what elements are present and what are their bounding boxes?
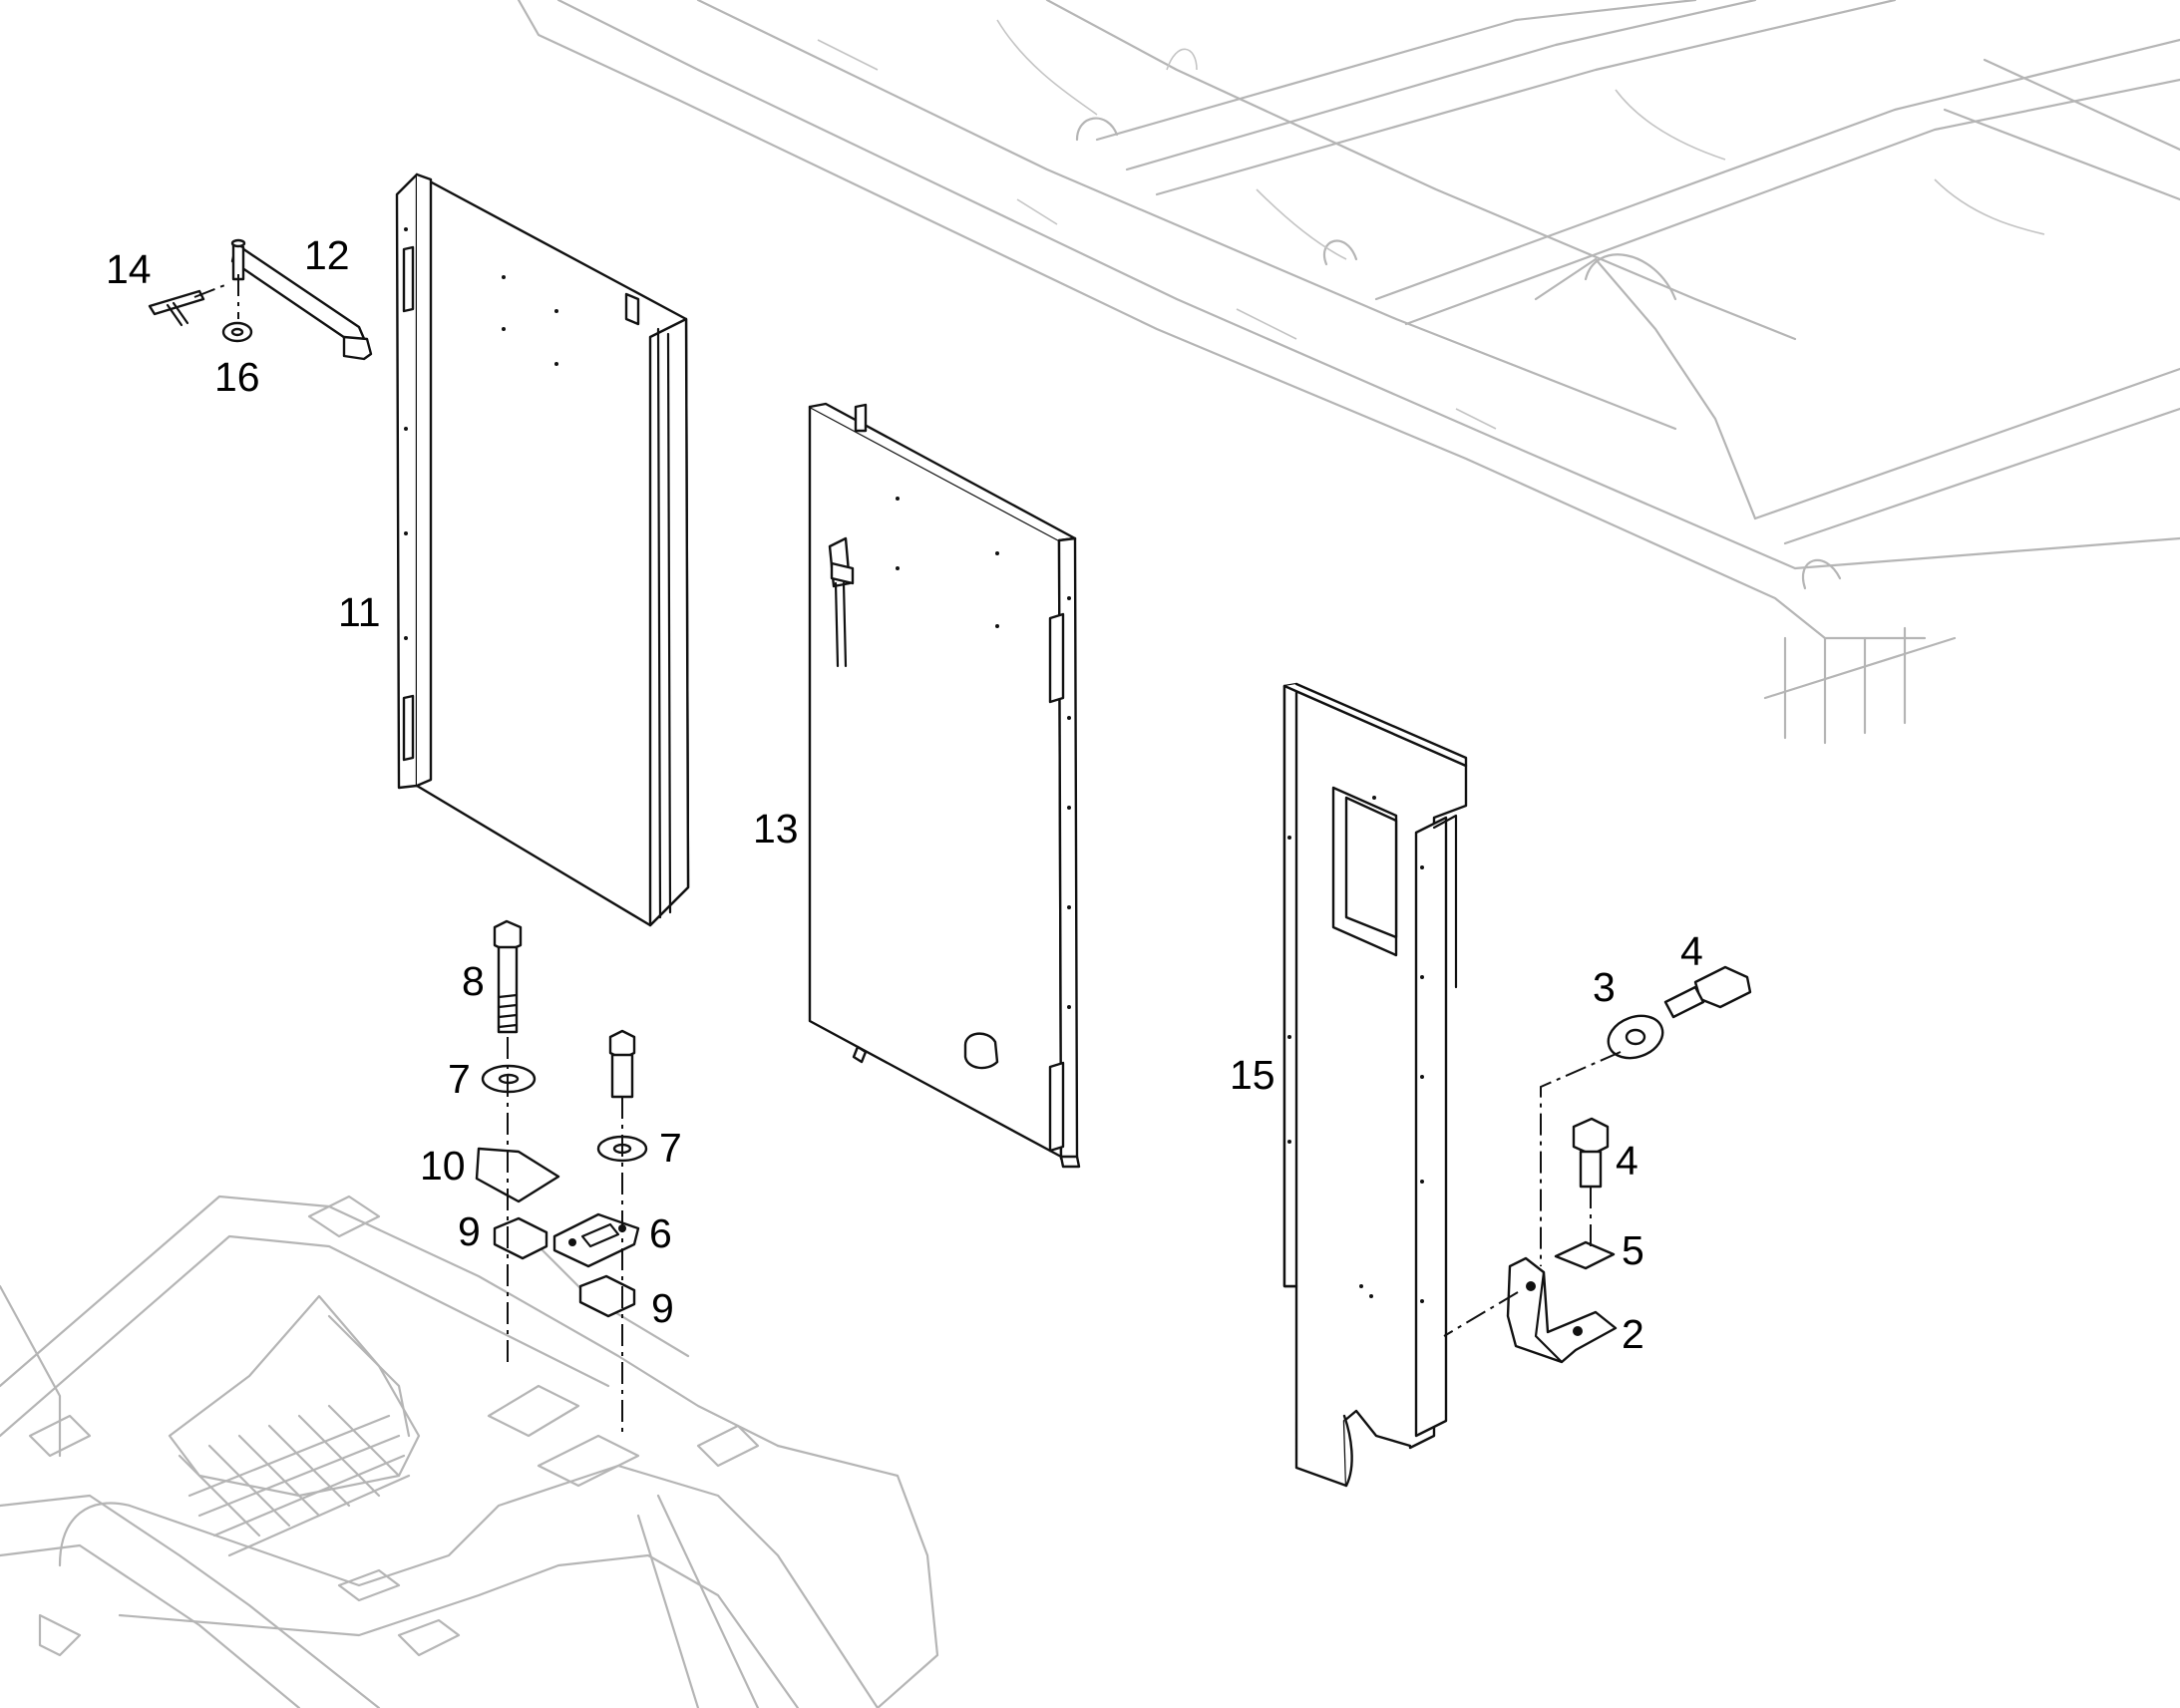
callout-16: 16 <box>214 354 260 400</box>
part-6-plate <box>552 1212 640 1268</box>
part-9-upper-block <box>493 1216 548 1260</box>
part-13-door <box>808 402 1081 1169</box>
callout-6: 6 <box>649 1210 672 1256</box>
part-11-panel <box>395 172 690 927</box>
callout-9-upper: 9 <box>458 1208 481 1254</box>
part-4-lower-bolt <box>1572 1117 1610 1189</box>
callout-11: 11 <box>338 589 381 635</box>
part-12-rod <box>230 238 373 361</box>
callout-12: 12 <box>304 232 350 278</box>
callout-14: 14 <box>106 246 152 292</box>
callout-2: 2 <box>1622 1311 1644 1357</box>
upper-machine-frame <box>517 0 2180 745</box>
part-8-long-bolt <box>493 919 523 1034</box>
leader-3-2 <box>1540 1051 1622 1266</box>
part-3-washer <box>1607 1014 1664 1060</box>
leader-14-12 <box>193 274 239 319</box>
lower-machine-frame <box>0 1195 939 1708</box>
leader-2-15 <box>1443 1291 1519 1337</box>
callout-4-lower: 4 <box>1616 1138 1638 1184</box>
part-5-plate <box>1554 1240 1616 1270</box>
callout-13: 13 <box>753 806 799 852</box>
part-4-upper-bolt <box>1663 965 1752 1019</box>
callout-8: 8 <box>462 958 485 1004</box>
part-9-lower-block <box>578 1274 636 1318</box>
callout-9-lower: 9 <box>651 1285 674 1331</box>
callout-15: 15 <box>1230 1052 1275 1098</box>
part-15-post <box>1282 682 1468 1488</box>
part-2-bracket <box>1506 1256 1618 1364</box>
callout-3: 3 <box>1593 964 1616 1010</box>
callout-5: 5 <box>1622 1227 1644 1273</box>
callout-7-left: 7 <box>448 1056 471 1102</box>
part-16-washer <box>221 321 253 343</box>
part-14-pin <box>148 289 205 327</box>
callout-7-right: 7 <box>659 1125 682 1171</box>
part-6-short-bolt <box>608 1029 636 1099</box>
callout-10: 10 <box>420 1143 466 1189</box>
callout-4-upper: 4 <box>1680 928 1703 974</box>
part-10-wedge <box>475 1147 560 1203</box>
